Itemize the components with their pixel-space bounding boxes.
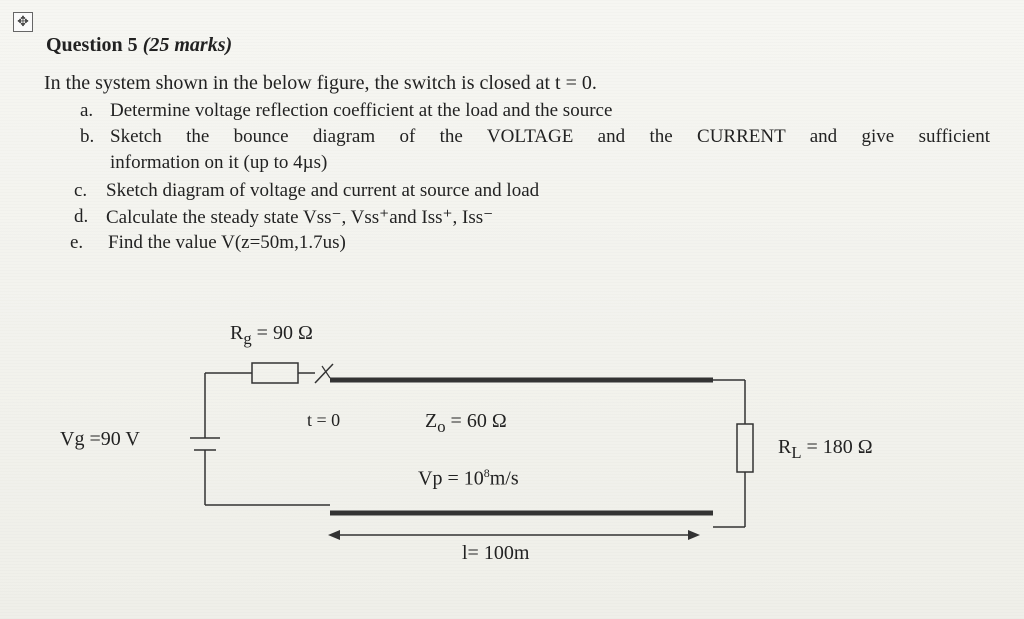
item-text: Determine voltage reflection coefficient… — [110, 100, 613, 121]
question-marks: (25 marks) — [142, 34, 233, 56]
item-letter: c. — [74, 180, 88, 201]
source-voltage-label: Vg =90 V — [60, 428, 140, 450]
question-title: Question 5 (25 marks) — [46, 34, 232, 57]
vp-exponent: 8 — [483, 466, 490, 480]
item-letter: b. — [80, 126, 95, 147]
rg-subscript: g — [243, 329, 252, 348]
switch-blade — [314, 363, 334, 384]
list-item: c. Sketch diagram of voltage and current… — [74, 180, 974, 206]
item-text: Calculate the steady state Vss⁻, Vss⁺and… — [106, 207, 494, 228]
rl-symbol: R — [778, 436, 792, 458]
z0-subscript: o — [437, 417, 446, 436]
length-arrow-head-left — [328, 530, 340, 540]
vp-base: Vp = 10 — [418, 467, 484, 490]
item-text: Sketch diagram of voltage and current at… — [106, 180, 540, 201]
z0-value: = 60 Ω — [445, 410, 507, 432]
move-handle-icon[interactable]: ✥ — [13, 12, 33, 32]
question-number: Question 5 — [46, 34, 138, 56]
item-letter: d. — [74, 206, 89, 227]
vp-label: Vp = 108m/s — [418, 466, 519, 491]
rl-value: = 180 Ω — [801, 436, 873, 458]
rg-value: = 90 Ω — [251, 322, 313, 344]
list-item: e. Find the value V(z=50m,1.7us) — [70, 232, 970, 258]
item-text: Find the value V(z=50m,1.7us) — [108, 232, 346, 253]
list-item: a. Determine voltage reflection coeffici… — [80, 100, 980, 126]
vp-unit: m/s — [489, 467, 519, 490]
list-item: d. Calculate the steady state Vss⁻, Vss⁺… — [74, 206, 974, 232]
question-intro: In the system shown in the below figure,… — [44, 72, 597, 94]
rl-subscript: L — [791, 443, 802, 462]
item-text-continuation: information on it (up to 4µs) — [110, 152, 328, 173]
rg-label: Rg = 90 Ω — [230, 322, 313, 349]
switch-contact — [321, 365, 331, 379]
rg-symbol: R — [230, 322, 244, 344]
item-letter: e. — [70, 232, 84, 253]
length-arrow-head-right — [688, 530, 700, 540]
length-label: l= 100m — [462, 542, 530, 564]
switch-time-label: t = 0 — [307, 410, 341, 430]
z0-label: Zo = 60 Ω — [425, 410, 507, 437]
rl-label: RL = 180 Ω — [778, 436, 873, 463]
z0-symbol: Z — [425, 410, 438, 432]
item-letter: a. — [80, 100, 94, 121]
list-item: b. Sketch the bounce diagram of the VOLT… — [80, 126, 1000, 176]
rg-resistor — [251, 362, 299, 384]
item-text: Sketch the bounce diagram of the VOLTAGE… — [110, 126, 990, 147]
rl-resistor — [736, 423, 754, 473]
